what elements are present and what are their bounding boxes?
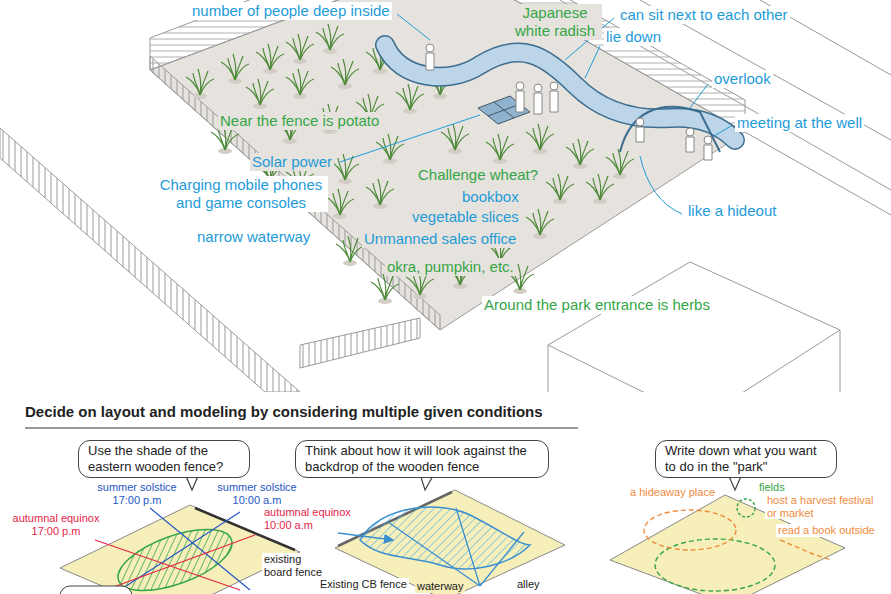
annotation-label: Existing CB fence — [318, 578, 409, 591]
speech-bubble: Write down what you want to do in the "p… — [655, 440, 837, 478]
annotation-label: can sit next to each other — [618, 6, 790, 24]
annotation-label: Around the park entrance is herbs — [482, 296, 712, 314]
illustration-part — [516, 91, 524, 112]
annotation-label: autumnal equinox 17:00 p.m — [4, 512, 108, 537]
heading-rule — [25, 428, 578, 429]
illustration-part — [548, 330, 840, 392]
bubble-text: Think about how it will look against the… — [305, 443, 539, 475]
illustration-part — [60, 586, 132, 594]
illustration-part — [550, 82, 558, 90]
illustration-part — [246, 79, 274, 109]
illustration-part — [534, 84, 542, 92]
illustration-part — [326, 189, 354, 219]
illustration-part — [780, 540, 832, 560]
illustration-part — [526, 124, 554, 154]
annotation-label: Unmanned sales office — [362, 230, 518, 248]
annotation-label: like a hideout — [686, 202, 778, 220]
illustration-part — [586, 174, 614, 204]
illustration-part — [286, 34, 314, 64]
illustration-part — [486, 134, 514, 164]
speech-bubble: Think about how it will look against the… — [295, 440, 549, 478]
annotation-label: meeting at the well — [735, 114, 864, 132]
illustration-part — [644, 510, 736, 550]
annotation-label: bookbox — [460, 188, 521, 206]
illustration-part — [396, 84, 424, 114]
illustration-part — [550, 91, 558, 112]
illustration-part — [686, 137, 694, 152]
annotation-label: vegetable slices — [410, 208, 521, 226]
illustration-part — [704, 145, 712, 160]
annotation-label: Charging mobile phones and game consoles — [154, 176, 328, 212]
annotation-label: existing board fence — [262, 553, 330, 578]
illustration-part — [534, 93, 542, 114]
illustration-part — [360, 507, 530, 569]
annotation-label: Near the fence is potato — [218, 112, 381, 130]
annotation-label: a hideaway place — [628, 486, 717, 499]
annotation-label: okra, pumpkin, etc. — [385, 258, 516, 276]
people — [426, 44, 712, 160]
section-heading: Decide on layout and modeling by conside… — [25, 403, 543, 420]
illustration-part — [331, 59, 359, 89]
illustration-part — [546, 174, 574, 204]
illustration-part — [566, 139, 594, 169]
illustration-part — [95, 535, 255, 592]
illustration-part — [150, 56, 440, 330]
illustration-part — [256, 44, 284, 74]
annotation-label: number of people deep inside — [190, 2, 392, 20]
illustration-part — [636, 127, 644, 142]
annotation-label: lie down — [604, 28, 663, 46]
annotation-label: host a harvest festival or market — [765, 494, 877, 519]
illustration-part — [385, 45, 735, 140]
illustration-part — [704, 136, 712, 144]
annotation-label: summer solstice 17:00 p.m — [90, 481, 184, 506]
bench — [385, 45, 735, 152]
illustration-part — [426, 53, 434, 70]
annotation-label: alley — [515, 578, 542, 591]
annotation-label: Solar power — [250, 153, 334, 171]
leader-lines — [340, 14, 731, 214]
annotation-label: Challenge wheat? — [416, 166, 540, 184]
annotation-label: read a book outside — [776, 524, 877, 537]
illustration-part — [316, 24, 344, 54]
annotation-label: summer solstice 10:00 a.m — [210, 481, 304, 506]
annotation-label: autumnal equinox 10:00 a.m — [262, 506, 366, 531]
annotation-label: narrow waterway — [195, 228, 312, 246]
illustration-part — [300, 318, 420, 368]
illustration-part — [366, 179, 394, 209]
illustration-part — [441, 124, 469, 154]
illustration-part — [371, 274, 399, 304]
illustration-part — [186, 69, 214, 99]
illustration-part — [221, 54, 249, 84]
illustration-part — [737, 499, 755, 517]
illustration-part — [686, 128, 694, 136]
illustration-part — [426, 44, 434, 52]
illustration-part — [636, 118, 644, 126]
speech-bubble: Use the shade of the eastern wooden fenc… — [78, 440, 250, 478]
illustration-part — [488, 102, 520, 118]
illustration-part — [331, 154, 359, 184]
illustration-part — [606, 149, 634, 179]
illustration-part — [385, 45, 735, 140]
illustration-part — [526, 209, 554, 239]
illustration-part — [286, 69, 314, 99]
illustration-part — [336, 236, 364, 266]
annotation-label: Japanese white radish — [508, 4, 602, 40]
annotation-label: overlook — [712, 70, 773, 88]
bubble-text: Use the shade of the eastern wooden fenc… — [88, 443, 240, 475]
park-scene — [0, 0, 891, 392]
illustration-part — [516, 82, 524, 90]
annotation-label: fields — [757, 481, 787, 494]
illustration-part — [548, 262, 840, 392]
annotation-label: waterway — [415, 580, 465, 593]
bubble-text: Write down what you want to do in the "p… — [665, 443, 827, 475]
